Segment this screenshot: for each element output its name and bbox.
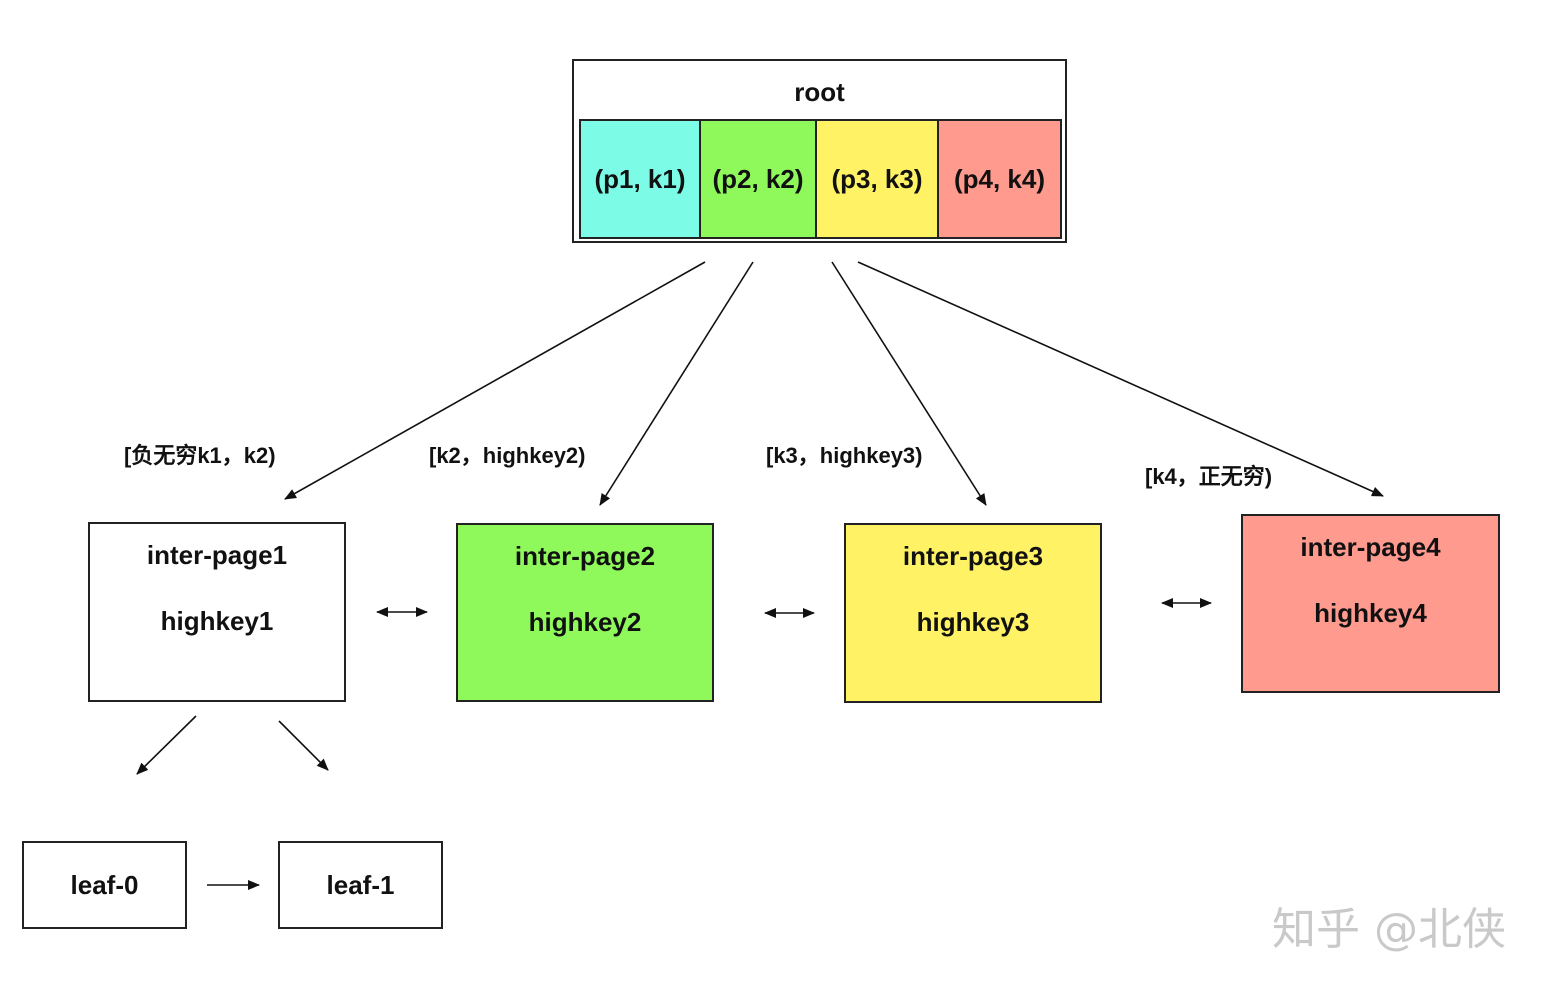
- inter-page-2-highkey: highkey2: [528, 607, 642, 637]
- edge-root-to-inter-page1: [284, 261, 706, 500]
- root-entry-2-label: (p2, k2): [712, 163, 804, 194]
- leaf-node-0-label: leaf-0: [70, 869, 139, 900]
- root-entry-4: (p4, k4): [939, 119, 1062, 239]
- edge-inter-page1-to-leaf-1: [278, 720, 329, 771]
- inter-page-4-title: inter-page4: [1300, 532, 1441, 562]
- root-entry-4-label: (p4, k4): [953, 163, 1046, 194]
- root-entry-1: (p1, k1): [579, 119, 701, 239]
- edge-inter-page1-to-leaf-0: [136, 715, 197, 775]
- range-label-4: [k4，正无穷): [1145, 464, 1273, 489]
- range-label-2: [k2，highkey2): [429, 443, 586, 468]
- root-entry-1-label: (p1, k1): [594, 163, 686, 194]
- watermark: 知乎 @北侠: [1272, 904, 1506, 955]
- root-entry-3-label: (p3, k3): [831, 163, 923, 194]
- inter-page-1-title: inter-page1: [146, 540, 288, 570]
- inter-page-3-highkey: highkey3: [916, 607, 1030, 637]
- leaf-node-1: leaf-1: [278, 841, 443, 929]
- edge-root-to-inter-page2: [599, 261, 754, 506]
- inter-page-3: inter-page3 highkey3: [844, 523, 1102, 703]
- inter-page-2: inter-page2 highkey2: [456, 523, 714, 702]
- root-entry-2: (p2, k2): [701, 119, 817, 239]
- inter-page-2-title: inter-page2: [514, 541, 656, 571]
- root-entry-3: (p3, k3): [817, 119, 939, 239]
- inter-page-1: inter-page1 highkey1: [88, 522, 346, 702]
- root-node: root (p1, k1) (p2, k2) (p3, k3) (p4, k4): [572, 59, 1067, 243]
- inter-page-4: inter-page4 highkey4: [1241, 514, 1500, 693]
- inter-page-3-title: inter-page3: [902, 541, 1044, 571]
- root-entries: (p1, k1) (p2, k2) (p3, k3) (p4, k4): [579, 119, 1062, 239]
- edge-root-to-inter-page3: [831, 261, 987, 506]
- range-label-1: [负无穷k1，k2): [124, 443, 276, 468]
- inter-page-1-highkey: highkey1: [160, 606, 274, 636]
- leaf-node-0: leaf-0: [22, 841, 187, 929]
- range-label-3: [k3，highkey3): [766, 443, 923, 468]
- leaf-node-1-label: leaf-1: [326, 869, 395, 900]
- inter-page-4-highkey: highkey4: [1314, 598, 1427, 628]
- edge-root-to-inter-page4: [857, 261, 1384, 497]
- root-title: root: [794, 77, 845, 107]
